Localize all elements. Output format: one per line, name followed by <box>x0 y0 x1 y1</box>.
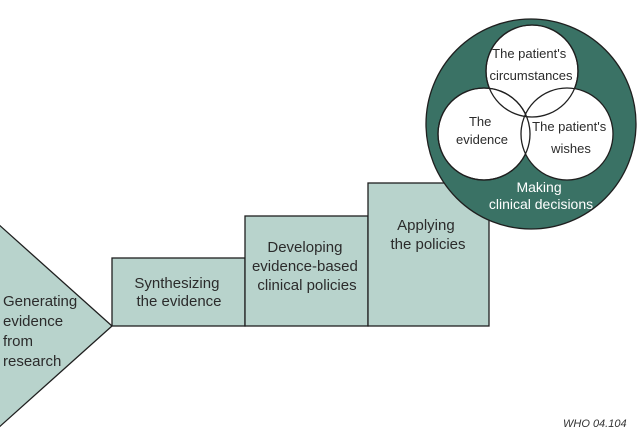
generating-evidence-label: Generating evidence from research <box>3 293 81 370</box>
circumstances-circle-outline <box>485 24 579 118</box>
circumstances-label: The patient's circumstances <box>489 46 573 83</box>
wishes-circle <box>520 87 614 181</box>
who-credit: WHO 04.104 <box>563 418 627 429</box>
evidence-label: The evidence <box>456 114 508 147</box>
developing-label: Developing evidence-based clinical polic… <box>252 239 362 294</box>
developing-box <box>244 215 369 327</box>
synthesizing-box <box>111 257 246 327</box>
applying-label: Applying the policies <box>390 217 465 253</box>
synthesizing-label: Synthesizing the evidence <box>134 275 223 310</box>
evidence-circle-outline <box>437 87 531 181</box>
generating-evidence-chevron <box>0 224 113 428</box>
wishes-label: The patient's wishes <box>532 119 610 156</box>
clinical-decisions-caption: Making clinical decisions <box>489 179 593 212</box>
